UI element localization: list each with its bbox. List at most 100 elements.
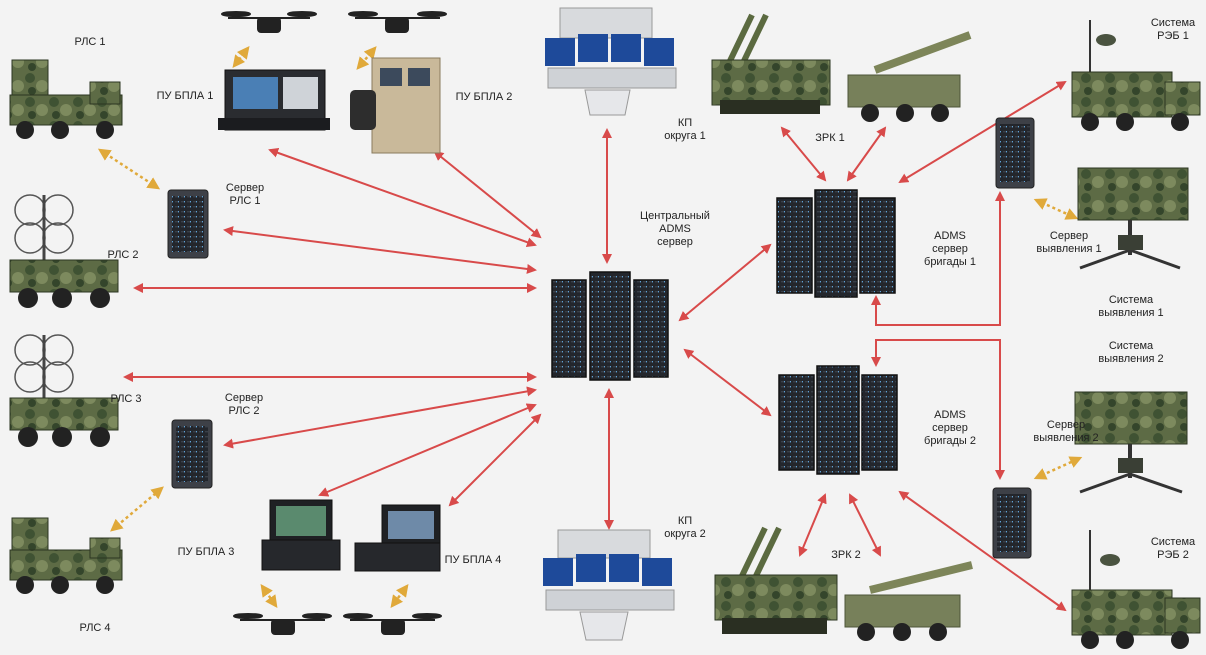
drone-1-icon [221, 11, 317, 33]
label-det1-line2: выявления 1 [1098, 307, 1164, 319]
label-brig2-line1: ADMS [934, 409, 966, 421]
local-link-drone3 [260, 583, 278, 609]
link-central-bpla3 [318, 403, 537, 497]
zrk1-launcher-b-icon [847, 31, 972, 122]
label-pu-bpla3: ПУ БПЛА 3 [177, 546, 235, 558]
label-zrk1: ЗРК 1 [815, 132, 845, 144]
label-srv-det1-line2: выявления 1 [1036, 243, 1102, 255]
label-reb2-line2: РЭБ 2 [1157, 549, 1189, 561]
label-brig1-line1: ADMS [934, 230, 966, 242]
drone-4-icon [343, 613, 442, 635]
label-reb1-line2: РЭБ 1 [1157, 30, 1189, 42]
label-brig1-line3: бригады 1 [924, 256, 976, 268]
local-link-drone2 [356, 46, 377, 70]
label-central-server: Центральный ADMS сервер [630, 210, 720, 249]
label-reb1-line1: Система [1150, 17, 1196, 29]
rls3-radar-truck-icon [9, 334, 119, 447]
reb2-truck-icon [1071, 530, 1201, 649]
label-server-rls2: Сервер РЛС 2 [214, 392, 274, 418]
label-central-line1: Центральный [640, 210, 710, 222]
label-kp2-line1: КП [677, 515, 693, 527]
pu-bpla4-case-icon [354, 504, 441, 572]
label-server-rls1: Сервер РЛС 1 [215, 182, 275, 208]
label-det1-line1: Система [1108, 294, 1154, 306]
label-kp2-line2: округа 2 [664, 528, 706, 540]
local-link-rls4-server [110, 486, 164, 532]
label-reb1: Система РЭБ 1 [1140, 17, 1206, 43]
link-brig2-det-server2 [871, 339, 1005, 480]
label-reb2-line1: Система [1150, 536, 1196, 548]
label-server-rls1-line1: Сервер [225, 182, 265, 194]
rls4-radar-truck-icon [9, 517, 123, 594]
label-detection-server1: Сервер выявления 1 [1028, 230, 1110, 256]
label-brig2-line2: сервер [932, 422, 968, 434]
label-det2-line1: Система [1108, 340, 1154, 352]
link-brig1-det-server1 [871, 191, 1005, 326]
zrk2-launcher-b-icon [844, 561, 973, 641]
local-link-drone1 [232, 46, 250, 68]
label-brigade1-server: ADMS сервер бригады 1 [915, 230, 985, 269]
zrk2-launcher-a-icon [714, 526, 838, 634]
server-rls1-icon [167, 189, 209, 259]
label-rls3: РЛС 3 [110, 393, 142, 405]
link-central-bpla4 [448, 413, 542, 507]
link-brig2-reb2 [898, 490, 1067, 612]
network-links [123, 80, 1067, 612]
link-central-brig2 [683, 348, 772, 417]
local-link-rls1-server [97, 148, 161, 190]
brigade2-server-icon [778, 365, 898, 475]
link-brig2-zrk2a [798, 493, 827, 557]
kp1-command-post-icon [545, 7, 677, 116]
label-server-rls2-line1: Сервер [224, 392, 264, 404]
rls2-radar-truck-icon [9, 194, 119, 308]
detection1-radar-icon [1077, 167, 1189, 270]
link-brig1-zrk1b [846, 126, 887, 182]
reb1-truck-icon [1071, 20, 1201, 131]
link-central-bpla2 [433, 150, 542, 239]
label-kp2: КП округа 2 [650, 515, 720, 541]
label-rls2: РЛС 2 [107, 249, 139, 261]
link-central-server-rls1 [223, 226, 537, 274]
label-kp1-line2: округа 1 [664, 130, 706, 142]
pu-bpla1-console-icon [218, 69, 330, 131]
link-brig1-reb1 [898, 80, 1067, 184]
label-detection-system2: Система выявления 2 [1088, 340, 1174, 366]
server-rls2-icon [171, 419, 213, 489]
label-kp1-line1: КП [677, 117, 693, 129]
local-link-drone4 [390, 584, 409, 608]
label-pu-bpla2: ПУ БПЛА 2 [455, 91, 513, 103]
label-pu-bpla1: ПУ БПЛА 1 [156, 90, 214, 102]
central-server-icon [551, 271, 669, 381]
label-brigade2-server: ADMS сервер бригады 2 [915, 409, 985, 448]
label-central-line3: сервер [657, 236, 693, 248]
label-srv-det2-line2: выявления 2 [1033, 432, 1099, 444]
label-rls1: РЛС 1 [74, 36, 106, 48]
pu-bpla2-console-icon [350, 57, 441, 154]
label-kp1: КП округа 1 [650, 117, 720, 143]
label-pu-bpla4: ПУ БПЛА 4 [444, 554, 502, 566]
link-brig2-zrk2b [849, 493, 881, 557]
label-srv-det1-line1: Сервер [1049, 230, 1089, 242]
rls1-radar-truck-icon [9, 59, 123, 139]
label-reb2: Система РЭБ 2 [1140, 536, 1206, 562]
drone-3-icon [233, 613, 332, 635]
kp2-command-post-icon [543, 529, 675, 641]
label-central-line2: ADMS [659, 223, 691, 235]
label-det2-line2: выявления 2 [1098, 353, 1164, 365]
zrk1-launcher-a-icon [711, 13, 831, 114]
server-detection1-icon [995, 117, 1035, 189]
drone-2-icon [348, 11, 447, 33]
local-link-det1 [1033, 198, 1079, 220]
label-srv-det2-line1: Сервер [1046, 419, 1086, 431]
label-brig1-line2: сервер [932, 243, 968, 255]
label-brig2-line3: бригады 2 [924, 435, 976, 447]
label-server-rls1-line2: РЛС 1 [229, 195, 261, 207]
label-zrk2: ЗРК 2 [831, 549, 861, 561]
label-detection-server2: Сервер выявления 2 [1025, 419, 1107, 445]
label-rls4: РЛС 4 [79, 622, 111, 634]
brigade1-server-icon [776, 189, 896, 298]
link-brig1-zrk1a [780, 126, 827, 182]
link-central-bpla1 [268, 147, 537, 248]
label-server-rls2-line2: РЛС 2 [228, 405, 260, 417]
